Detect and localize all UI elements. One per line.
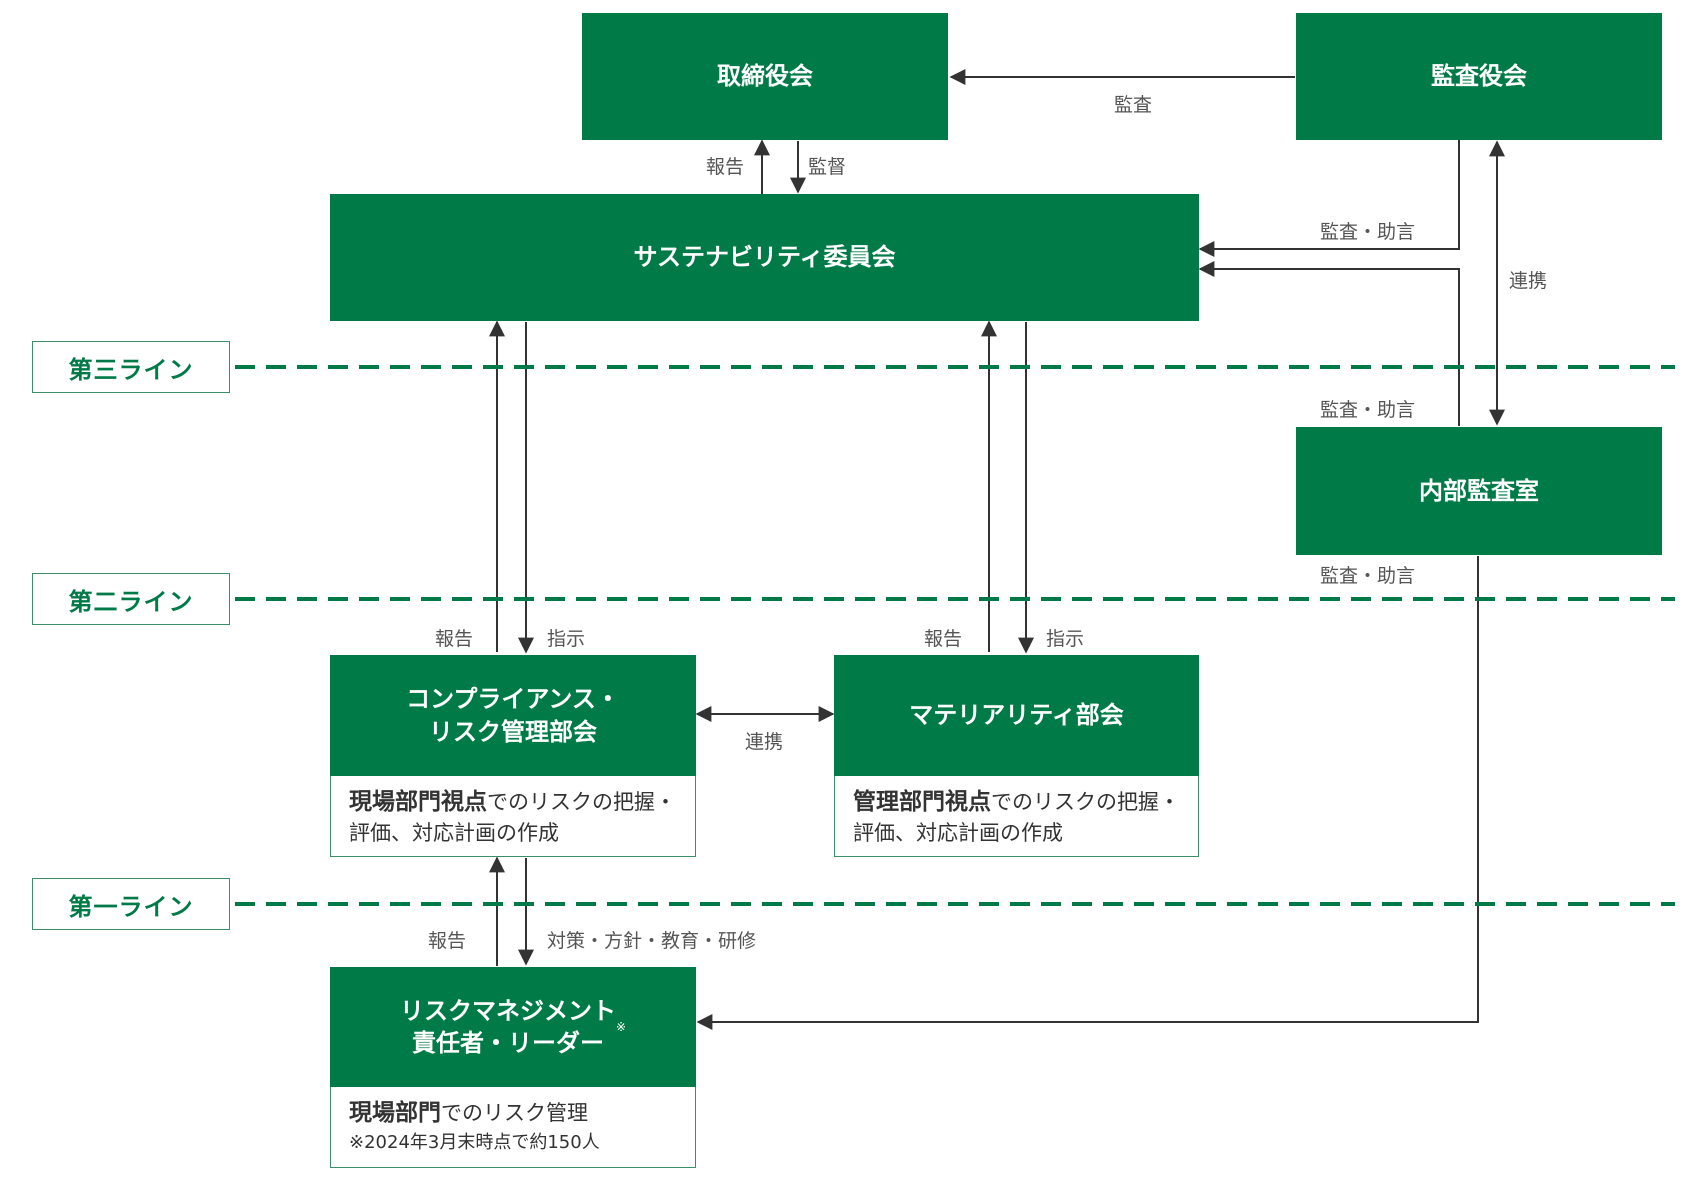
label-instruct-right: 指示 <box>1046 628 1085 650</box>
risk-leader-title: リスクマネジメント 責任者・リーダー <box>399 996 616 1057</box>
auditors-box: 監査役会 <box>1296 13 1662 140</box>
board-box: 取締役会 <box>582 13 948 140</box>
sustainability-committee-box: サステナビリティ委員会 <box>330 194 1199 321</box>
label-supervise: 監督 <box>808 156 847 178</box>
label-audit-advice-1: 監査・助言 <box>1320 221 1416 243</box>
arrow-audit-advice-risk <box>696 556 1479 1030</box>
internal-audit-box: 内部監査室 <box>1296 427 1662 555</box>
label-audit: 監査 <box>1114 94 1153 116</box>
compliance-risk-box: コンプライアンス・ リスク管理部会 <box>330 655 696 776</box>
compliance-desc-bold: 現場部門視点 <box>349 789 487 815</box>
risk-leader-description: 現場部門でのリスク管理 ※2024年3月末時点で約150人 <box>330 1087 696 1168</box>
second-line-label: 第二ライン <box>32 573 230 625</box>
first-line-label: 第一ライン <box>32 878 230 930</box>
risk-desc-note: ※2024年3月末時点で約150人 <box>349 1131 600 1153</box>
label-cooperation-auditors: 連携 <box>1509 270 1548 292</box>
label-audit-advice-3: 監査・助言 <box>1320 565 1416 587</box>
compliance-risk-description: 現場部門視点でのリスクの把握・評価、対応計画の作成 <box>330 776 696 857</box>
arrow-audit-advice-internal <box>1198 261 1460 426</box>
compliance-desc-text: でのリスクの把握・評価、対応計画の作成 <box>349 790 676 845</box>
third-line-label: 第三ライン <box>32 341 230 393</box>
materiality-desc-text: でのリスクの把握・評価、対応計画の作成 <box>853 790 1180 845</box>
risk-leader-mark: ※ <box>615 1019 627 1034</box>
arrow-audit-advice-auditors <box>1198 140 1460 257</box>
materiality-box: マテリアリティ部会 <box>834 655 1199 776</box>
label-instruct-left: 指示 <box>547 628 586 650</box>
materiality-description: 管理部門視点でのリスクの把握・評価、対応計画の作成 <box>834 776 1199 857</box>
risk-leader-box: リスクマネジメント 責任者・リーダー※ <box>330 967 696 1087</box>
risk-desc-bold: 現場部門 <box>349 1100 441 1126</box>
label-report-board: 報告 <box>706 156 745 178</box>
label-report-right: 報告 <box>924 628 963 650</box>
label-audit-advice-2: 監査・助言 <box>1320 399 1416 421</box>
materiality-desc-bold: 管理部門視点 <box>853 789 991 815</box>
label-report-left: 報告 <box>435 628 474 650</box>
label-measures: 対策・方針・教育・研修 <box>547 930 757 952</box>
label-report-bottom: 報告 <box>428 930 467 952</box>
label-cooperation-mid: 連携 <box>745 731 784 753</box>
risk-desc-text: でのリスク管理 <box>441 1101 588 1125</box>
